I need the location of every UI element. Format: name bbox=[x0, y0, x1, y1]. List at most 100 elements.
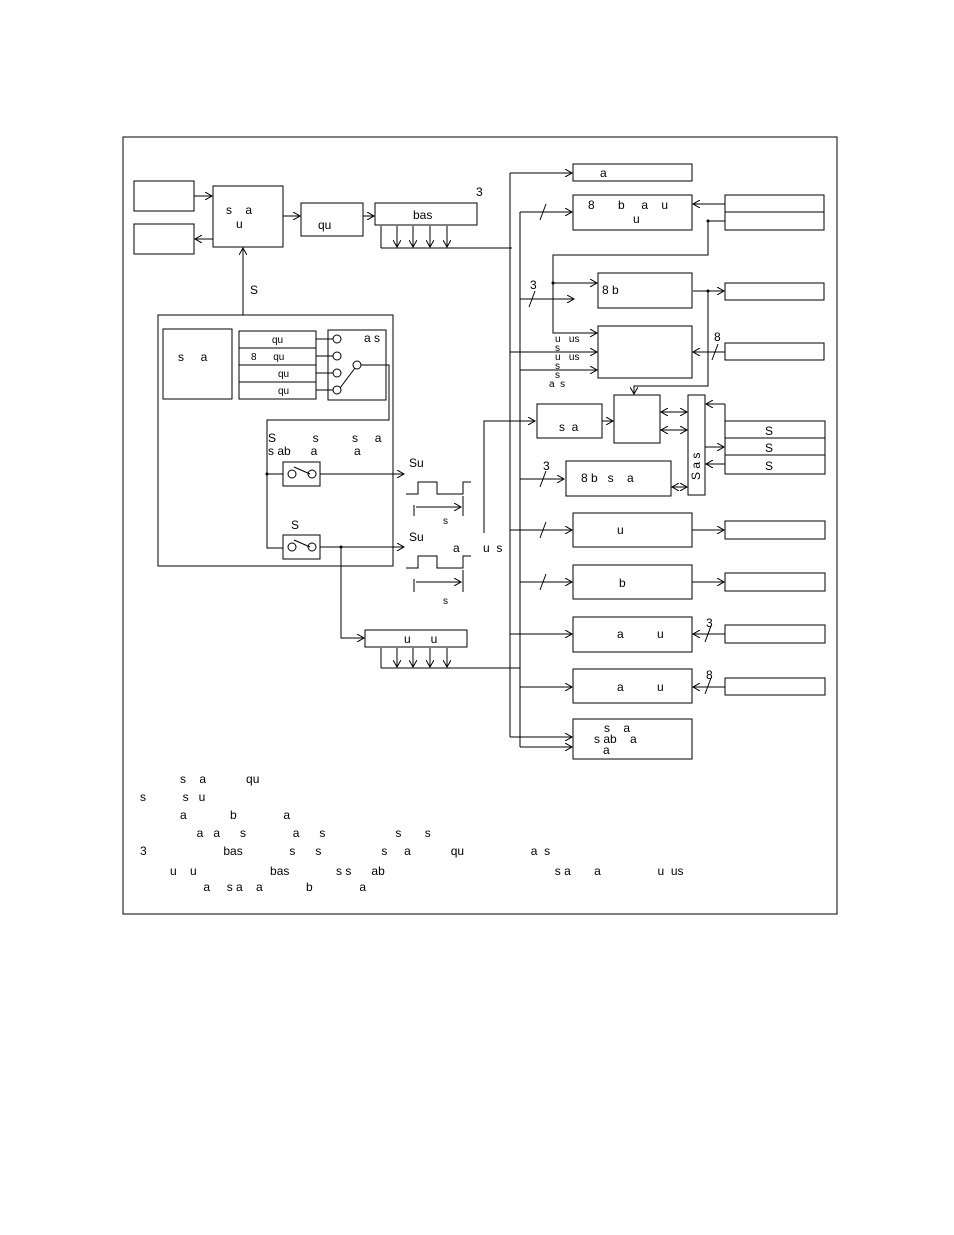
block-8b bbox=[597, 272, 693, 309]
note-line-3: a b a bbox=[140, 808, 291, 822]
switch1-contacts bbox=[265, 466, 405, 479]
slash-8-c bbox=[704, 677, 712, 695]
multi-label-1: u us bbox=[555, 334, 579, 345]
mode-row-1: qu bbox=[272, 335, 283, 346]
ext-box-au-2 bbox=[724, 677, 826, 696]
multi-label-4: s bbox=[555, 361, 560, 372]
ext-box-1b bbox=[724, 211, 825, 231]
mode-box bbox=[162, 328, 233, 400]
qu-box bbox=[300, 202, 364, 237]
block-top-label: a bbox=[600, 166, 607, 180]
mode-row-2: 8 qu bbox=[251, 352, 284, 363]
bus-lines bbox=[483, 173, 597, 747]
block-last-label-1: s a bbox=[604, 721, 630, 735]
bottom-bus-label: u u bbox=[404, 632, 437, 646]
block-last-label-2: s ab a bbox=[594, 732, 637, 746]
block-sa-label: s a bbox=[559, 420, 579, 434]
multi-label-5: s bbox=[555, 370, 560, 381]
aus-label: a u s bbox=[453, 541, 502, 555]
ext-box-2 bbox=[724, 282, 825, 301]
note-line-1: s a qu bbox=[140, 772, 260, 786]
block-u bbox=[572, 512, 693, 548]
block-multi bbox=[597, 325, 693, 379]
s-box-arrows bbox=[705, 404, 726, 464]
s-box-label-2: S bbox=[765, 441, 773, 455]
multi-label-2: s bbox=[555, 343, 560, 354]
s-box-2 bbox=[724, 437, 826, 456]
junction-3 bbox=[706, 289, 710, 293]
ext-box-u bbox=[724, 520, 826, 540]
block-8bau-label-b: u bbox=[633, 212, 640, 226]
ext-link-1 bbox=[552, 220, 725, 333]
ext-link-2 bbox=[634, 291, 709, 394]
switch2-label: S bbox=[291, 518, 299, 532]
switch1-label-a: S s s a bbox=[268, 431, 382, 445]
mode-row-3: qu bbox=[278, 369, 289, 380]
note-line-2: s s u bbox=[140, 790, 206, 804]
block-8bau bbox=[572, 194, 693, 231]
block-center bbox=[613, 394, 661, 444]
pulse-waveform-2 bbox=[406, 555, 471, 592]
bas-number: 3 bbox=[476, 185, 483, 199]
su-label-2: Su bbox=[409, 530, 424, 544]
block-au-1-label: a u bbox=[617, 627, 664, 641]
vertical-bus-label: S a s bbox=[689, 453, 703, 480]
num-3-c: 3 bbox=[706, 616, 713, 630]
mode-rows bbox=[238, 330, 317, 400]
multi-label-6: a s bbox=[549, 379, 565, 390]
block-au-2-label: a u bbox=[617, 680, 664, 694]
controller-box bbox=[212, 185, 284, 248]
pulse-waveform-1 bbox=[406, 481, 471, 516]
bottom-bus-fanout bbox=[380, 648, 520, 669]
note-line-5: 3 bas s s s a qu a s bbox=[140, 844, 551, 858]
mode-box-label: s a bbox=[178, 350, 208, 364]
controller-label-2: u bbox=[236, 217, 243, 231]
s-box-label-3: S bbox=[765, 459, 773, 473]
num-3-a: 3 bbox=[530, 278, 537, 292]
su-label-1: Su bbox=[409, 456, 424, 470]
vertical-bus-box bbox=[687, 394, 706, 496]
center-bus-arrows bbox=[660, 412, 687, 487]
multi-label-3: u us bbox=[555, 352, 579, 363]
ext-box-3 bbox=[724, 342, 825, 361]
num-8-a: 8 bbox=[714, 330, 721, 344]
block-sa bbox=[536, 403, 603, 439]
bottom-bus-box bbox=[364, 629, 468, 648]
block-u-label: u bbox=[617, 523, 624, 537]
input-box-bottom bbox=[133, 223, 195, 255]
bas-label: bas bbox=[413, 208, 432, 222]
pulse-label-2: s bbox=[443, 596, 448, 607]
junction-2 bbox=[551, 281, 555, 285]
mode-row-4: qu bbox=[278, 386, 289, 397]
switch2-contacts bbox=[287, 539, 404, 638]
note-line-6: u u bas s s ab s a a u us bbox=[140, 864, 684, 878]
junction-1 bbox=[706, 219, 710, 223]
ext-box-au-1 bbox=[724, 624, 826, 644]
block-8bsa bbox=[565, 460, 672, 497]
input-box-top bbox=[133, 180, 195, 212]
note-line-7: a s a a b a bbox=[140, 880, 367, 894]
block-top bbox=[572, 163, 693, 182]
block-b-label: b bbox=[619, 576, 626, 590]
block-8bsa-label: 8 b s a bbox=[581, 471, 634, 485]
qu-label: qu bbox=[318, 218, 331, 232]
selector-label: a s bbox=[364, 331, 380, 345]
bas-bus-box bbox=[374, 202, 478, 226]
ext-box-1a bbox=[724, 194, 825, 213]
num-8-c: 8 bbox=[706, 668, 713, 682]
block-last bbox=[572, 718, 693, 760]
ext-box-b bbox=[724, 572, 826, 592]
note-line-4: a a s a s s s bbox=[140, 826, 431, 840]
s-box-1 bbox=[724, 420, 826, 439]
switch1-label-b: s ab a a bbox=[268, 444, 361, 458]
s-arrow-label: S bbox=[250, 283, 258, 297]
block-8bau-label-a: 8 b a u bbox=[588, 198, 668, 212]
block-last-label-3: a bbox=[603, 743, 610, 757]
pulse-label-1: s bbox=[443, 516, 448, 527]
selector-contacts bbox=[266, 334, 390, 549]
s-box-3 bbox=[724, 454, 826, 475]
controller-label-1: s a bbox=[226, 203, 252, 217]
bas-fanout bbox=[380, 226, 512, 249]
s-box-label-1: S bbox=[765, 424, 773, 438]
